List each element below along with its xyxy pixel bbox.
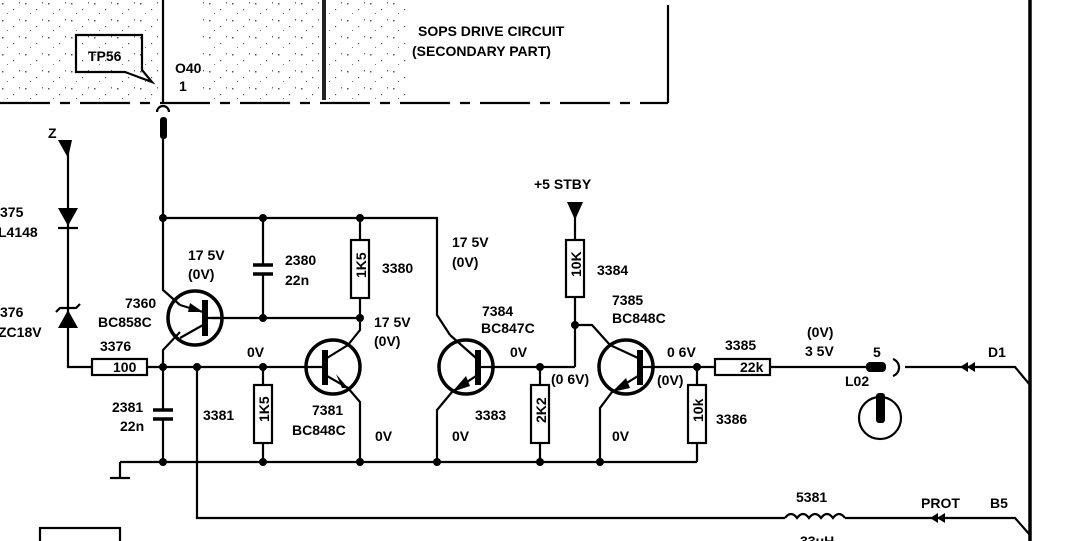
- connector-o40-label: O40: [175, 60, 202, 76]
- svg-text:17 5V: 17 5V: [188, 247, 225, 263]
- connector-l02[interactable]: [857, 357, 903, 441]
- transistor-7385[interactable]: [597, 338, 655, 396]
- transistor-7360-ref: 7360: [125, 295, 156, 311]
- resistor-3384-value: 10K: [568, 251, 584, 277]
- diode-376-type: ZC18V: [0, 324, 42, 340]
- noise-area: [0, 0, 160, 100]
- noise-area: [200, 0, 410, 100]
- diode-376-ref: 376: [0, 304, 24, 320]
- input-z-label: Z: [48, 125, 57, 141]
- resistor-3385-value: 22k: [740, 359, 764, 375]
- resistor-3376-value: 100: [113, 359, 137, 375]
- transistor-7385-type: BC848C: [612, 310, 666, 326]
- title-line1: SOPS DRIVE CIRCUIT: [418, 23, 565, 39]
- bottom-left-block: [38, 526, 122, 541]
- diode-375[interactable]: [58, 208, 78, 230]
- capacitor-2380-value: 22n: [285, 272, 309, 288]
- svg-text:0V: 0V: [612, 428, 630, 444]
- svg-text:0V: 0V: [452, 428, 470, 444]
- transistor-7385-ref: 7385: [612, 292, 643, 308]
- connector-l02-pin: 5: [873, 344, 881, 360]
- resistor-3376-ref: 3376: [100, 338, 131, 354]
- inductor-5381-value: 33uH: [800, 533, 834, 541]
- resistor-3383[interactable]: 2K2: [529, 383, 551, 445]
- svg-text:0V: 0V: [247, 344, 265, 360]
- resistor-3376[interactable]: 100: [90, 357, 149, 377]
- resistor-3386[interactable]: 10k: [686, 383, 708, 445]
- signal-d1-label: D1: [988, 344, 1006, 360]
- svg-text:(0V): (0V): [807, 324, 833, 340]
- resistor-3381-value: 1K5: [256, 396, 272, 422]
- svg-text:17 5V: 17 5V: [374, 314, 411, 330]
- voltage-labels: 17 5V (0V) 17 5V (0V) 17 5V (0V) 0V 0V 0…: [188, 234, 834, 444]
- resistor-3383-ref: 3383: [475, 407, 506, 423]
- resistor-3380-value: 1K5: [353, 252, 369, 278]
- testpoint-label: TP56: [88, 48, 122, 64]
- svg-text:(0V): (0V): [188, 266, 214, 282]
- connector-o40-pin-icon: [155, 104, 171, 139]
- diode-375-type: L4148: [0, 224, 38, 240]
- capacitor-2381-value: 22n: [120, 418, 144, 434]
- capacitor-2380[interactable]: [253, 263, 273, 276]
- transistor-7381-type: BC848C: [292, 422, 346, 438]
- prot-arrow-icon: [930, 513, 945, 523]
- zener-diode-376[interactable]: [55, 303, 81, 328]
- resistor-3380-ref: 3380: [382, 260, 413, 276]
- transistor-7384-ref: 7384: [482, 303, 513, 319]
- signal-prot-label: PROT: [921, 495, 960, 511]
- svg-text:0V: 0V: [510, 344, 528, 360]
- svg-text:(0V): (0V): [452, 254, 478, 270]
- resistor-3381-ref: 3381: [203, 407, 234, 423]
- transistor-7384-type: BC847C: [481, 320, 535, 336]
- title-line2: (SECONDARY PART): [412, 43, 551, 59]
- transistor-7381-ref: 7381: [312, 402, 343, 418]
- capacitor-2381-ref: 2381: [112, 399, 143, 415]
- inductor-5381-ref: 5381: [796, 489, 827, 505]
- transistor-7360[interactable]: [166, 289, 224, 347]
- svg-text:0 6V: 0 6V: [667, 344, 696, 360]
- inductor-5381[interactable]: [784, 512, 846, 520]
- junctions: [159, 214, 701, 466]
- resistor-3385[interactable]: 22k: [713, 357, 772, 377]
- transistor-7384[interactable]: [437, 334, 495, 396]
- svg-text:3 5V: 3 5V: [805, 343, 834, 359]
- supply-5v-stby-label: +5 STBY: [534, 176, 592, 192]
- resistor-3384-ref: 3384: [597, 262, 628, 278]
- signal-b5-label: B5: [990, 495, 1008, 511]
- resistor-3384[interactable]: 10K: [564, 238, 586, 299]
- resistor-3386-value: 10k: [690, 398, 706, 422]
- svg-text:(0V): (0V): [657, 372, 683, 388]
- connector-l02-label: L02: [845, 373, 869, 389]
- ground-icon: [110, 462, 130, 480]
- resistor-3381[interactable]: 1K5: [252, 383, 274, 445]
- testpoint-tp56[interactable]: TP56: [74, 33, 156, 85]
- supply-arrow-icon: [567, 202, 583, 220]
- block-title: SOPS DRIVE CIRCUIT (SECONDARY PART): [412, 23, 565, 59]
- svg-text:0V: 0V: [375, 428, 393, 444]
- svg-text:(0 6V): (0 6V): [551, 371, 589, 387]
- capacitor-2380-ref: 2380: [285, 252, 316, 268]
- connector-o40-pin: 1: [179, 78, 187, 94]
- z-input-arrow-icon: [58, 140, 72, 158]
- capacitor-2381[interactable]: [153, 408, 173, 421]
- block-boundary: [0, 0, 670, 105]
- d1-arrow-icon: [960, 362, 975, 372]
- resistor-3386-ref: 3386: [716, 411, 747, 427]
- transistor-7381[interactable]: [304, 338, 362, 396]
- svg-text:(0V): (0V): [374, 333, 400, 349]
- svg-text:17 5V: 17 5V: [452, 234, 489, 250]
- transistor-7360-type: BC858C: [98, 314, 152, 330]
- resistor-3380[interactable]: 1K5: [349, 238, 371, 300]
- resistor-3383-value: 2K2: [533, 397, 549, 423]
- diode-375-ref: 375: [0, 204, 24, 220]
- resistor-3385-ref: 3385: [725, 337, 756, 353]
